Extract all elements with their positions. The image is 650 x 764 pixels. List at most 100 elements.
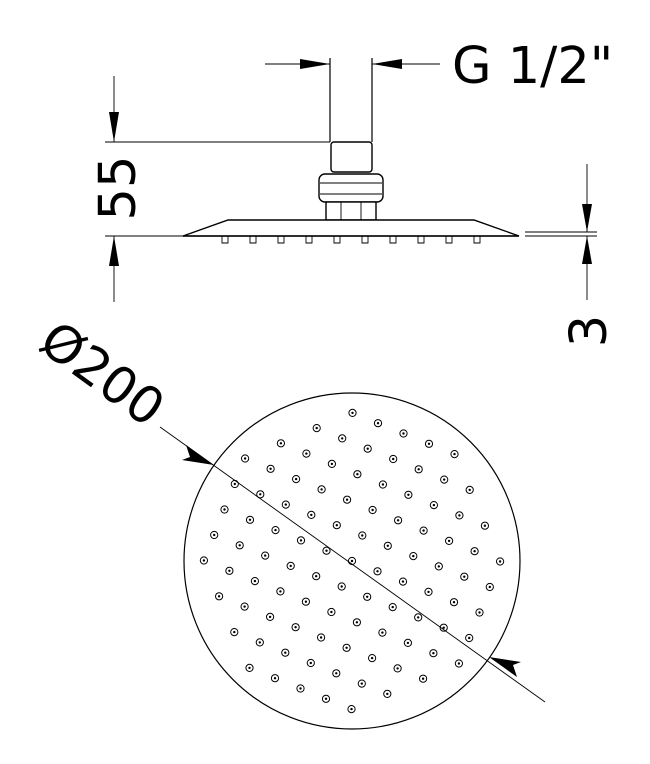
side-nozzle: [249, 236, 257, 244]
nozzle: [480, 521, 489, 530]
nozzle: [470, 547, 479, 556]
nozzle: [348, 408, 357, 417]
nozzle: [210, 530, 219, 540]
nozzle: [368, 505, 377, 515]
nozzle-grid: [199, 408, 505, 714]
nozzle: [404, 490, 413, 499]
side-nozzle: [277, 236, 285, 244]
nozzle: [271, 526, 280, 535]
nozzle: [414, 613, 423, 622]
nozzle: [307, 510, 316, 520]
side-nozzle: [445, 236, 453, 244]
nozzle: [352, 618, 361, 627]
nozzle: [250, 577, 259, 586]
nozzle: [440, 475, 449, 484]
nozzle: [296, 684, 305, 693]
arrow-head: [300, 59, 330, 69]
nozzle: [485, 582, 494, 592]
nozzle: [256, 490, 265, 499]
front-view: [183, 392, 521, 730]
side-nozzle: [305, 236, 313, 244]
nozzle: [347, 705, 356, 714]
nozzle: [220, 505, 229, 514]
nozzle: [414, 465, 423, 474]
nozzle: [301, 597, 310, 606]
nozzle: [322, 546, 331, 555]
nozzle: [312, 424, 321, 433]
nozzle: [455, 511, 464, 520]
thread-dimension: G 1/2": [265, 37, 613, 96]
nozzle: [343, 495, 352, 504]
nozzle: [241, 454, 250, 463]
nozzle: [394, 516, 403, 525]
nozzle: [291, 623, 300, 632]
nozzle: [363, 592, 372, 601]
thickness-label: 3: [560, 315, 619, 347]
swivel-joint: [318, 173, 384, 203]
nozzle: [363, 444, 372, 453]
diameter-label: Ø200: [29, 310, 175, 439]
side-nozzle: [333, 236, 341, 244]
nozzle: [306, 658, 315, 668]
nozzle: [292, 475, 301, 484]
nozzle: [368, 654, 377, 663]
nozzle: [353, 470, 362, 479]
nozzle-row: [221, 236, 481, 244]
nozzle: [342, 643, 351, 652]
arrow-head: [582, 236, 592, 264]
arrow-head: [109, 236, 119, 266]
nozzle: [255, 638, 264, 647]
nozzle: [327, 459, 336, 468]
shower-head-face: [183, 392, 521, 730]
nozzle: [270, 674, 280, 683]
nozzle: [378, 480, 387, 489]
side-nozzle: [473, 236, 481, 244]
nozzle: [317, 633, 326, 642]
nozzle: [403, 638, 412, 648]
nozzle: [358, 531, 367, 540]
nozzle: [373, 419, 383, 428]
nozzle: [454, 659, 463, 668]
nozzle: [398, 577, 408, 586]
side-nozzle: [361, 236, 369, 244]
head-plate: [182, 219, 520, 237]
nozzle: [429, 649, 438, 658]
nozzle: [327, 607, 336, 617]
nozzle: [225, 566, 234, 575]
nozzle: [475, 608, 484, 617]
thread-size-label: G 1/2": [452, 37, 613, 96]
nozzle: [286, 561, 295, 571]
nozzle: [393, 664, 402, 673]
nozzle: [332, 521, 341, 530]
arrow-head: [109, 112, 119, 142]
nozzle: [281, 648, 290, 657]
height-dimension: 55: [89, 76, 330, 302]
nozzle: [429, 501, 438, 510]
nozzle: [296, 536, 306, 545]
nozzle: [230, 479, 239, 489]
nozzle: [199, 556, 208, 565]
arrow-head: [372, 59, 402, 69]
arrow-head: [582, 204, 592, 232]
nozzle: [266, 464, 275, 473]
nozzle: [240, 602, 249, 611]
side-view: [182, 58, 520, 244]
nozzle: [460, 572, 469, 581]
nozzle: [312, 572, 321, 581]
nozzle: [302, 449, 311, 458]
nozzle: [424, 587, 433, 597]
nozzle: [276, 439, 285, 448]
nozzle: [399, 429, 408, 438]
side-nozzle: [417, 236, 425, 244]
nozzle: [321, 694, 331, 703]
nozzle: [383, 541, 392, 550]
nozzle: [434, 562, 443, 571]
nozzle: [281, 500, 290, 509]
nozzle: [266, 612, 275, 622]
nozzle: [449, 598, 459, 607]
nozzle: [450, 450, 459, 459]
neck: [325, 201, 377, 221]
nozzle: [338, 434, 347, 443]
nozzle: [317, 485, 326, 494]
nozzle: [465, 485, 474, 494]
